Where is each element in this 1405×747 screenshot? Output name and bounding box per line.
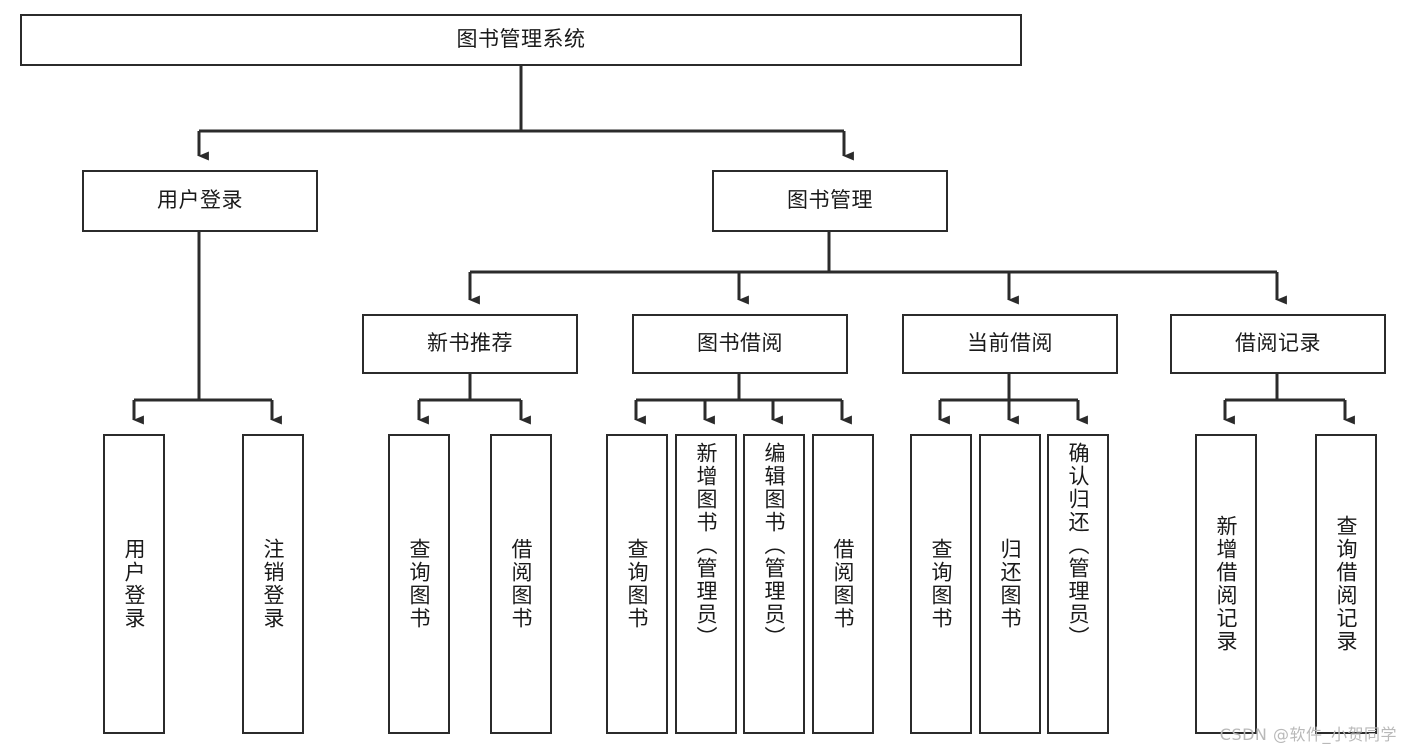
leaf-borrow-book-recommend[interactable]: 借阅图书 — [490, 434, 552, 734]
leaf-user-login[interactable]: 用户登录 — [103, 434, 165, 734]
node-book-management[interactable]: 图书管理 — [712, 170, 948, 232]
leaf-query-borrow-record-label: 查询借阅记录 — [1334, 515, 1359, 653]
leaf-borrow-book[interactable]: 借阅图书 — [812, 434, 874, 734]
node-root[interactable]: 图书管理系统 — [20, 14, 1022, 66]
leaf-query-book-label: 查询图书 — [625, 538, 650, 630]
leaf-query-borrow-record[interactable]: 查询借阅记录 — [1315, 434, 1377, 734]
leaf-query-book-current[interactable]: 查询图书 — [910, 434, 972, 734]
node-new-book-recommend[interactable]: 新书推荐 — [362, 314, 578, 374]
leaf-logout[interactable]: 注销登录 — [242, 434, 304, 734]
node-user-login-label: 用户登录 — [157, 188, 243, 213]
leaf-query-book[interactable]: 查询图书 — [606, 434, 668, 734]
leaf-borrow-book-label: 借阅图书 — [831, 538, 856, 630]
leaf-edit-book-admin-label: 编辑图书（管理员） — [762, 442, 787, 649]
leaf-query-book-recommend[interactable]: 查询图书 — [388, 434, 450, 734]
leaf-return-book[interactable]: 归还图书 — [979, 434, 1041, 734]
leaf-user-login-label: 用户登录 — [122, 538, 147, 630]
leaf-add-borrow-record-label: 新增借阅记录 — [1214, 515, 1239, 653]
leaf-borrow-book-recommend-label: 借阅图书 — [509, 538, 534, 630]
node-borrow-record[interactable]: 借阅记录 — [1170, 314, 1386, 374]
node-book-borrow[interactable]: 图书借阅 — [632, 314, 848, 374]
node-book-management-label: 图书管理 — [787, 188, 873, 213]
node-new-book-recommend-label: 新书推荐 — [427, 331, 513, 356]
leaf-add-borrow-record[interactable]: 新增借阅记录 — [1195, 434, 1257, 734]
node-book-borrow-label: 图书借阅 — [697, 331, 783, 356]
node-current-borrow-label: 当前借阅 — [967, 331, 1053, 356]
node-root-label: 图书管理系统 — [456, 27, 586, 52]
leaf-edit-book-admin[interactable]: 编辑图书（管理员） — [743, 434, 805, 734]
leaf-add-book-admin-label: 新增图书（管理员） — [694, 442, 719, 649]
leaf-query-book-current-label: 查询图书 — [929, 538, 954, 630]
leaf-confirm-return-admin-label: 确认归还（管理员） — [1066, 442, 1091, 649]
node-borrow-record-label: 借阅记录 — [1235, 331, 1321, 356]
leaf-query-book-recommend-label: 查询图书 — [407, 538, 432, 630]
leaf-confirm-return-admin[interactable]: 确认归还（管理员） — [1047, 434, 1109, 734]
leaf-logout-label: 注销登录 — [261, 538, 286, 630]
node-user-login[interactable]: 用户登录 — [82, 170, 318, 232]
leaf-return-book-label: 归还图书 — [998, 538, 1023, 630]
node-current-borrow[interactable]: 当前借阅 — [902, 314, 1118, 374]
leaf-add-book-admin[interactable]: 新增图书（管理员） — [675, 434, 737, 734]
